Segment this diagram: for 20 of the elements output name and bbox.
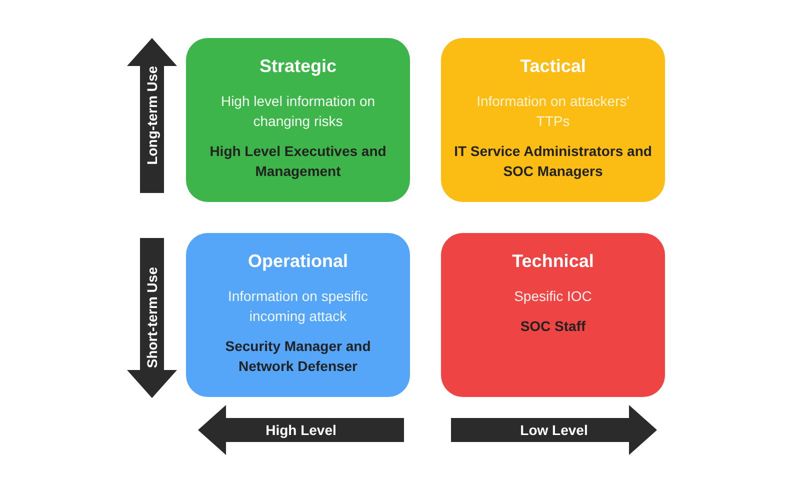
card-title: Tactical <box>520 56 586 77</box>
card-title: Operational <box>248 251 348 272</box>
card-description: Information on spesific incoming attack <box>226 287 370 326</box>
card-title: Technical <box>512 251 594 272</box>
axis-label: Long-term Use <box>144 66 160 165</box>
card-title: Strategic <box>259 56 337 77</box>
card-description: Information on attackers' TTPs <box>476 92 630 131</box>
axis-label: High Level <box>266 422 336 438</box>
audience-text: Security Manager and Network Defenser <box>224 337 372 376</box>
category-card <box>441 233 665 397</box>
audience-text: IT Service Administrators and SOC Managers <box>453 142 653 181</box>
category-card <box>186 38 410 202</box>
axis-label: Short-term Use <box>144 267 160 369</box>
axis-label: Low Level <box>520 422 588 438</box>
category-card <box>186 233 410 397</box>
card-description: High level information on changing risks <box>220 92 376 131</box>
card-description: Spesific IOC <box>514 287 592 306</box>
audience-text: SOC Staff <box>520 317 586 336</box>
category-card <box>441 38 665 202</box>
audience-text: High Level Executives and Management <box>208 142 388 181</box>
